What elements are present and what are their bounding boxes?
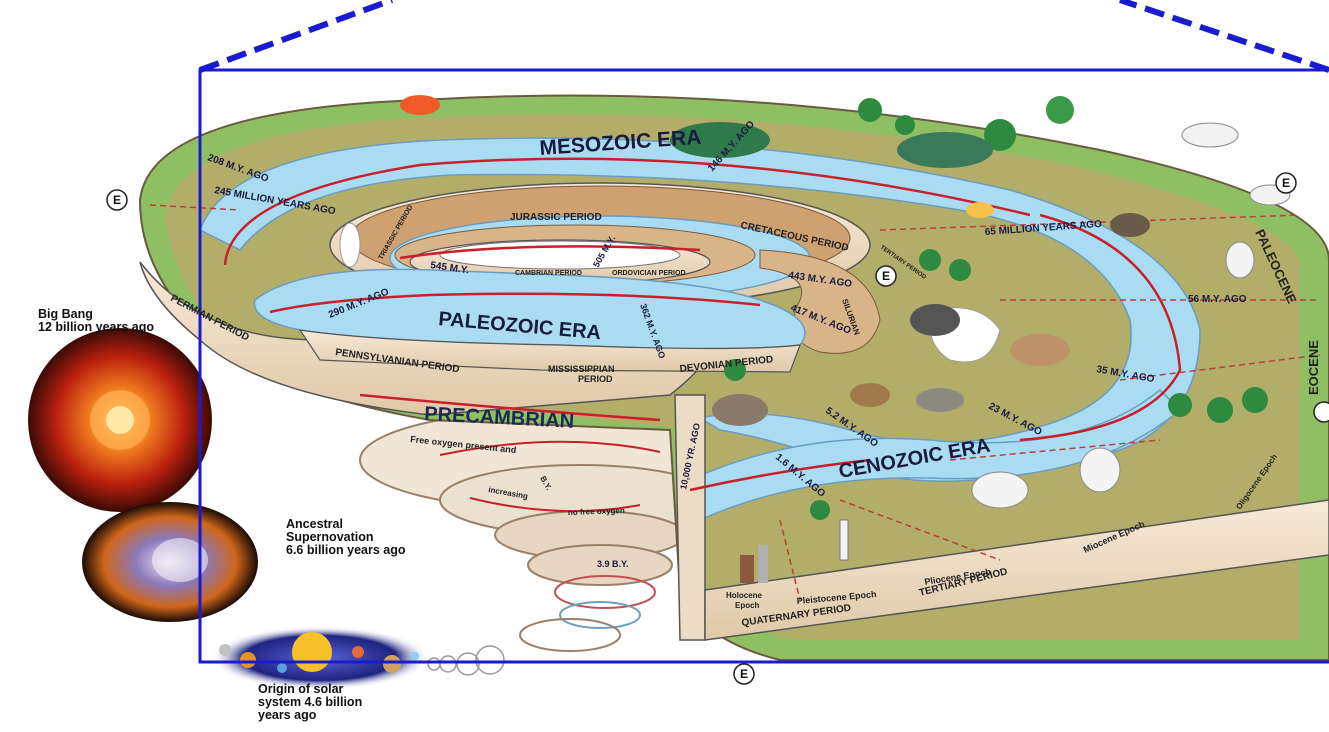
scenery-illustrations bbox=[339, 95, 1291, 583]
earth-marker-letter: E bbox=[113, 193, 121, 207]
zoom-dash-left bbox=[198, 0, 394, 73]
solar-system-label: Origin of solar system 4.6 billion years… bbox=[258, 683, 362, 722]
supernovation-title-2: Supernovation bbox=[286, 530, 374, 544]
no-free-oxygen-note: no free oxygen bbox=[568, 506, 625, 517]
supernovation-label: Ancestral Supernovation 6.6 billion year… bbox=[286, 518, 406, 557]
big-bang-title: Big Bang bbox=[38, 307, 93, 321]
ordovician-period-label: ORDOVICIAN PERIOD bbox=[612, 270, 686, 277]
solar-system-title: Origin of solar bbox=[258, 682, 344, 696]
earth-marker-letter: E bbox=[740, 667, 748, 681]
paleozoic-band bbox=[253, 268, 806, 373]
supernova-illustration bbox=[82, 502, 258, 622]
supernovation-title: Ancestral bbox=[286, 517, 343, 531]
supernovation-time: 6.6 billion years ago bbox=[286, 543, 406, 557]
big-bang-illustration bbox=[28, 328, 212, 512]
earth-markers bbox=[106, 172, 1329, 685]
eocene-label: EOCENE bbox=[1306, 340, 1321, 395]
holocene-epoch-label-2: Epoch bbox=[735, 601, 760, 610]
zoom-dash-right bbox=[1119, 0, 1329, 73]
mississippian-period-label-2: PERIOD bbox=[578, 374, 613, 384]
time-arrows bbox=[223, 157, 1182, 492]
earth-marker-letter: E bbox=[1282, 176, 1290, 190]
time-mark-545: 545 M.Y. bbox=[430, 260, 470, 276]
jurassic-period-label: JURASSIC PERIOD bbox=[510, 212, 602, 223]
period-boundaries bbox=[149, 204, 1321, 601]
solar-system-title-2: system 4.6 billion bbox=[258, 695, 363, 709]
zoom-frame bbox=[198, 68, 1329, 664]
solar-system-time: years ago bbox=[258, 708, 317, 722]
earth-marker-letter: E bbox=[882, 269, 890, 283]
outer-rim-bands bbox=[139, 261, 1329, 641]
big-bang-label: Big Bang 12 billion years ago bbox=[38, 308, 154, 334]
holocene-epoch-label: Holocene bbox=[726, 591, 763, 600]
big-bang-time: 12 billion years ago bbox=[38, 320, 155, 334]
mississippian-period-label: MISSISSIPPIAN bbox=[548, 364, 615, 374]
time-mark-56: 56 M.Y. AGO bbox=[1188, 294, 1247, 305]
solar-system-illustration bbox=[210, 626, 430, 690]
time-mark-3-9: 3.9 B.Y. bbox=[597, 559, 629, 569]
cambrian-period-label: CAMBRIAN PERIOD bbox=[515, 270, 582, 277]
